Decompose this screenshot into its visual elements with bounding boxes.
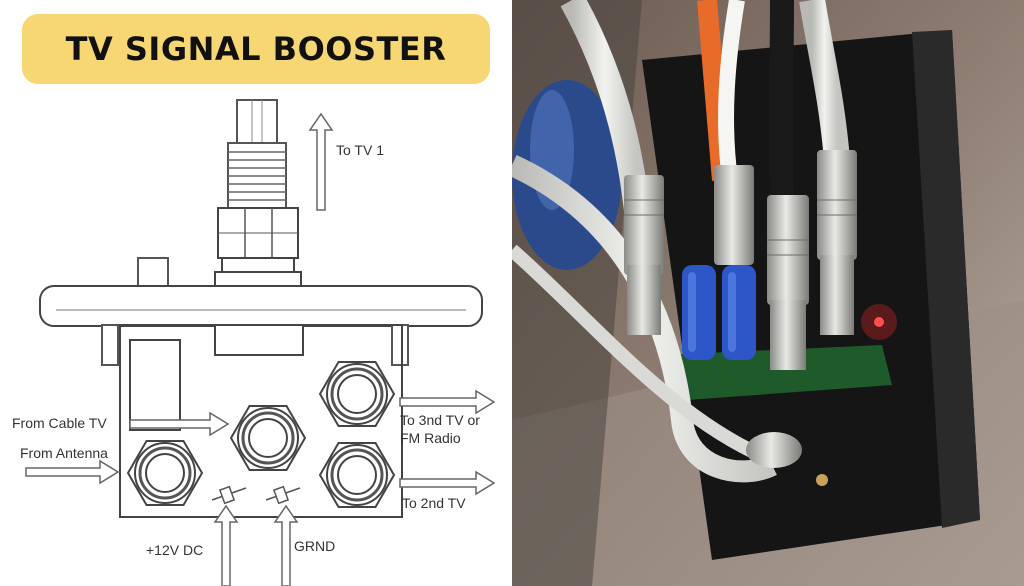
label-from-antenna: From Antenna (20, 445, 108, 461)
label-ground: GRND (294, 538, 335, 554)
photo-wired-booster (512, 0, 1024, 586)
wiring-diagram: To TV 1 (12, 99, 496, 586)
page-title: TV SIGNAL BOOSTER (65, 30, 447, 68)
label-to-tv1: To TV 1 (336, 142, 384, 158)
ground-terminal (265, 485, 301, 505)
arrow-ground (273, 504, 299, 586)
photo-panel (512, 0, 1024, 586)
arrow-power (213, 504, 239, 586)
port-2nd-tv (318, 441, 396, 509)
arrow-from-cable (129, 411, 230, 437)
arrow-to-3rd-tv (399, 389, 496, 415)
label-to-3rd-tv-line2: FM Radio (400, 430, 461, 446)
port-antenna-in (126, 439, 204, 507)
panel-divider (510, 0, 512, 586)
label-to-2nd-tv: To 2nd TV (402, 495, 466, 511)
title-banner: TV SIGNAL BOOSTER (22, 14, 490, 84)
label-power: +12V DC (146, 542, 203, 558)
label-to-3rd-tv-line1: To 3nd TV or (400, 412, 480, 428)
coax-cable-top (214, 99, 302, 287)
faceplate (39, 285, 483, 327)
mount-post (137, 257, 169, 289)
booster-box (119, 324, 403, 518)
label-from-cable: From Cable TV (12, 415, 107, 431)
power-terminal (211, 485, 247, 505)
port-cable-in (229, 404, 307, 472)
diagram-panel: TV SIGNAL BOOSTER (0, 0, 510, 586)
arrow-to-2nd-tv (399, 470, 496, 496)
port-3rd-tv (318, 360, 396, 428)
arrow-from-antenna (25, 459, 120, 485)
arrow-to-tv1 (308, 112, 334, 211)
